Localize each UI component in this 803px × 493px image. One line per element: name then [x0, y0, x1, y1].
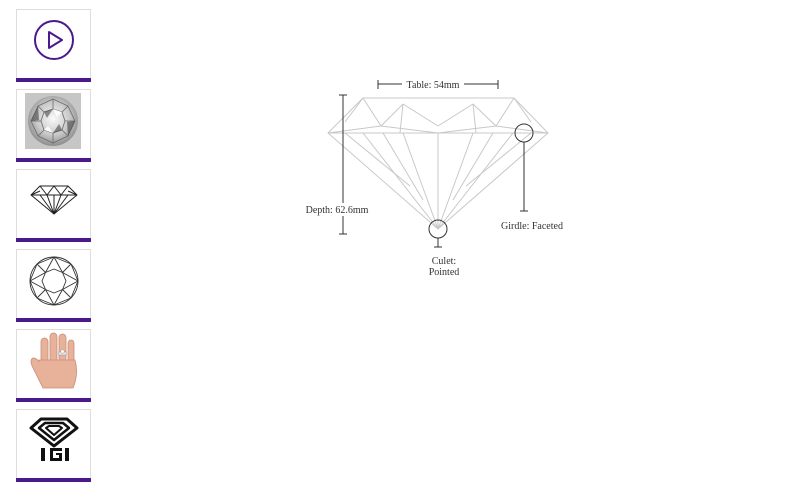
diamond-outline: [327, 97, 549, 230]
thumbnail-diamond-top-view[interactable]: [16, 249, 91, 322]
thumbnail-underline: [16, 158, 91, 162]
thumbnail-diamond-photo[interactable]: [16, 89, 91, 162]
thumbnail-underline: [16, 398, 91, 402]
diamond-photo: [25, 93, 81, 149]
thumbnail-underline: [16, 318, 91, 322]
culet-label-value: Pointed: [429, 267, 460, 278]
thumbnail-igi-certificate[interactable]: [16, 409, 91, 482]
culet-callout: [428, 219, 448, 248]
girdle-label: Girdle: Faceted: [501, 221, 563, 232]
girdle-callout: [514, 123, 534, 212]
igi-certificate-logo: [29, 417, 79, 461]
thumbnail-diamond-profile[interactable]: [16, 169, 91, 242]
thumbnail-underline: [16, 478, 91, 482]
culet-label-title: Culet:: [432, 256, 456, 267]
depth-label: Depth: 62.6mm: [306, 205, 369, 216]
table-dimension-line: [377, 80, 499, 89]
depth-dimension-line: [339, 94, 347, 235]
hand-size-photo: [30, 332, 77, 389]
table-label: Table: 54mm: [407, 80, 460, 91]
thumbnail-hand-size[interactable]: [16, 329, 91, 402]
thumbnail-video[interactable]: [16, 9, 91, 82]
thumbnail-underline: [16, 78, 91, 82]
thumbnail-underline: [16, 238, 91, 242]
diamond-profile-icon: [30, 185, 78, 215]
play-icon: [34, 20, 74, 60]
diamond-top-view-icon: [29, 256, 79, 306]
